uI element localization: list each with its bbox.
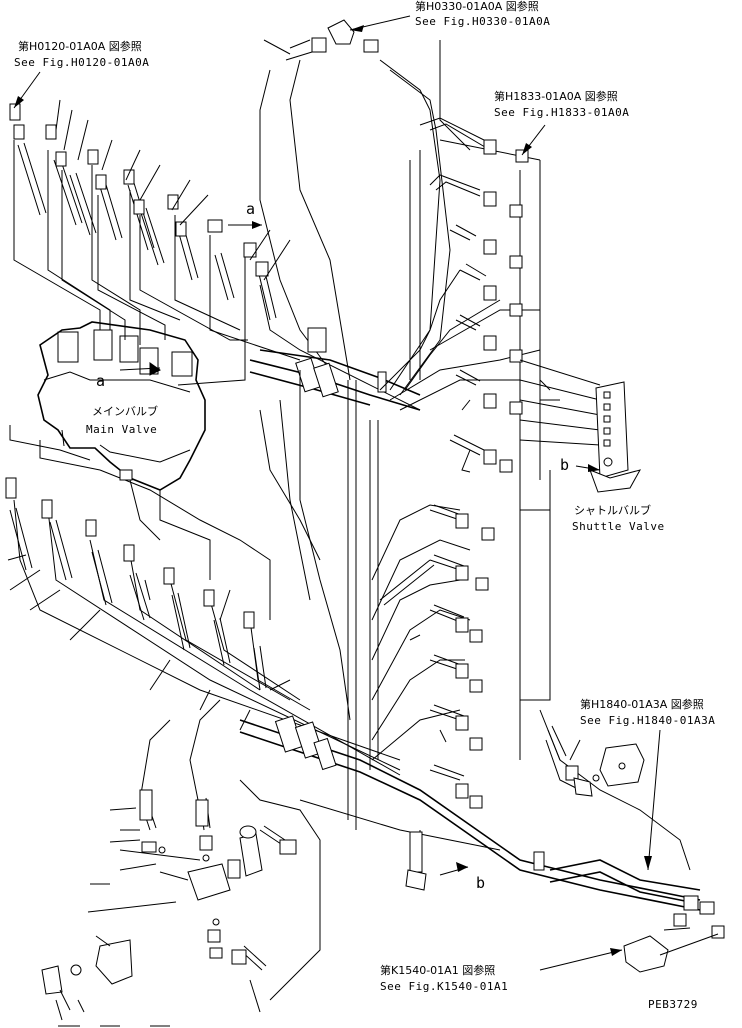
shuttle-valve-label-jp: シャトルバルブ: [574, 503, 651, 517]
lower-bundle: b: [239, 709, 701, 911]
ref-h1833-jp: 第H1833-01A0A 図参照: [494, 89, 618, 103]
lower-left-block: [41, 699, 321, 1027]
ref-k1540-jp: 第K1540-01A1 図参照: [380, 963, 495, 977]
right-upper-hoses: 第H1833-01A0A 図参照 See Fig.H1833-01A0A: [379, 89, 629, 760]
upper-left-hoses: [9, 99, 421, 411]
main-valve-label-en: Main Valve: [86, 423, 157, 436]
shuttle-valve: b シャトルバルブ Shuttle Valve: [519, 359, 665, 533]
lower-left-hoses: [5, 425, 401, 776]
ref-h1840-en: See Fig.H1840-01A3A: [580, 714, 715, 727]
main-valve: a メインバルブ Main Valve: [37, 321, 206, 491]
right-lower-hoses: [371, 470, 551, 809]
view-marker-a: a: [246, 200, 255, 218]
ref-h0330-en: See Fig.H0330-01A0A: [415, 15, 550, 28]
ref-h1833-en: See Fig.H1833-01A0A: [494, 106, 629, 119]
ref-k1540-en: See Fig.K1540-01A1: [380, 980, 508, 993]
view-marker-b-lower: b: [476, 874, 485, 892]
ref-h0330-jp: 第H0330-01A0A 図参照: [415, 0, 539, 13]
ref-h0120: 第H0120-01A0A 図参照 See Fig.H0120-01A0A: [13, 39, 149, 109]
ref-h1840-jp: 第H1840-01A3A 図参照: [580, 697, 704, 711]
view-marker-b-shuttle: b: [560, 456, 569, 474]
shuttle-valve-label-en: Shuttle Valve: [572, 520, 665, 533]
drawing-code: PEB3729: [648, 998, 698, 1011]
main-valve-label-jp: メインバルブ: [92, 404, 158, 418]
upper-bundle: [249, 327, 421, 830]
view-marker-a-main: a: [96, 372, 105, 390]
right-bottom-hoses: 第K1540-01A1 図参照 See Fig.K1540-01A1: [380, 859, 725, 993]
ref-h1840: 第H1840-01A3A 図参照 See Fig.H1840-01A3A: [580, 697, 715, 871]
ref-h0120-jp: 第H0120-01A0A 図参照: [18, 39, 142, 53]
view-a-arrow: a: [228, 200, 262, 229]
top-center-hoses: 第H0330-01A0A 図参照 See Fig.H0330-01A0A: [259, 0, 550, 396]
ref-h0120-en: See Fig.H0120-01A0A: [14, 56, 149, 69]
